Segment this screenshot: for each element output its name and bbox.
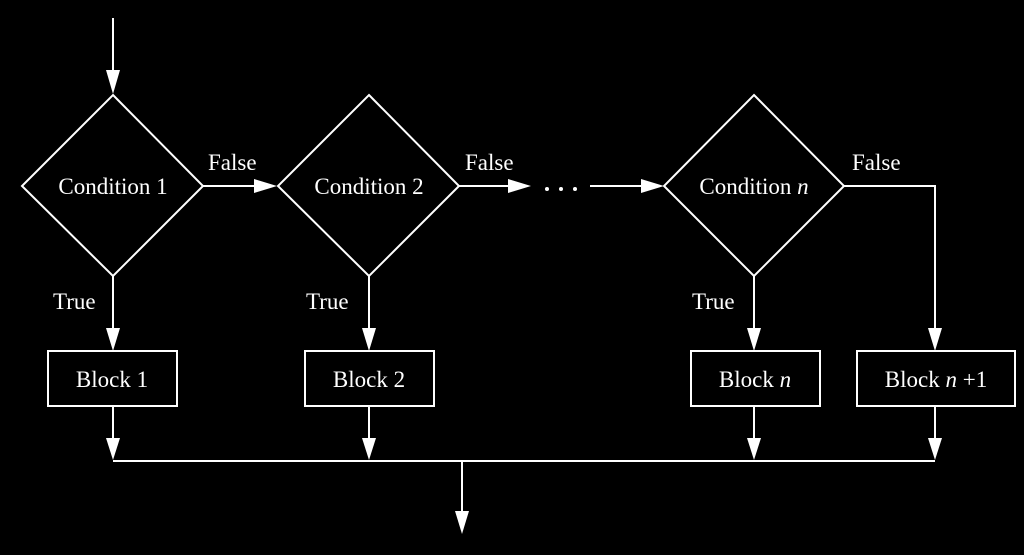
true-label-2: True (306, 289, 349, 314)
block-n-plus-1-label: Block n +1 (885, 367, 987, 392)
true-arrow-1-head (106, 328, 120, 351)
false-label-3: False (852, 150, 901, 175)
true-arrow-2-head (362, 328, 376, 351)
ellipsis-dot (545, 187, 549, 191)
true-label-3: True (692, 289, 735, 314)
entry-arrowhead (106, 70, 120, 94)
false-arrow-4-head (928, 328, 942, 351)
exit-arrowhead (455, 511, 469, 534)
block-n-plus-1-exit-head (928, 438, 942, 460)
block-2-exit-head (362, 438, 376, 460)
ellipsis-dot (573, 187, 577, 191)
false-arrow-1-head (254, 179, 277, 193)
block-2-label: Block 2 (333, 367, 405, 392)
block-n-box (690, 350, 821, 407)
condition-2-label: Condition 2 (314, 174, 423, 199)
false-arrow-4-line (844, 185, 936, 332)
block-n-label: Block n (719, 367, 791, 392)
block-1-exit-head (106, 438, 120, 460)
block-n-exit-head (747, 438, 761, 460)
false-arrow-3-head (641, 179, 664, 193)
ellipsis-dot (559, 187, 563, 191)
false-label-1: False (208, 150, 257, 175)
false-label-2: False (465, 150, 514, 175)
false-arrow-2-head (508, 179, 531, 193)
condition-n-label: Condition n (699, 174, 808, 199)
block-1-label: Block 1 (76, 367, 148, 392)
true-label-1: True (53, 289, 96, 314)
condition-1-label: Condition 1 (58, 174, 167, 199)
true-arrow-3-head (747, 328, 761, 351)
